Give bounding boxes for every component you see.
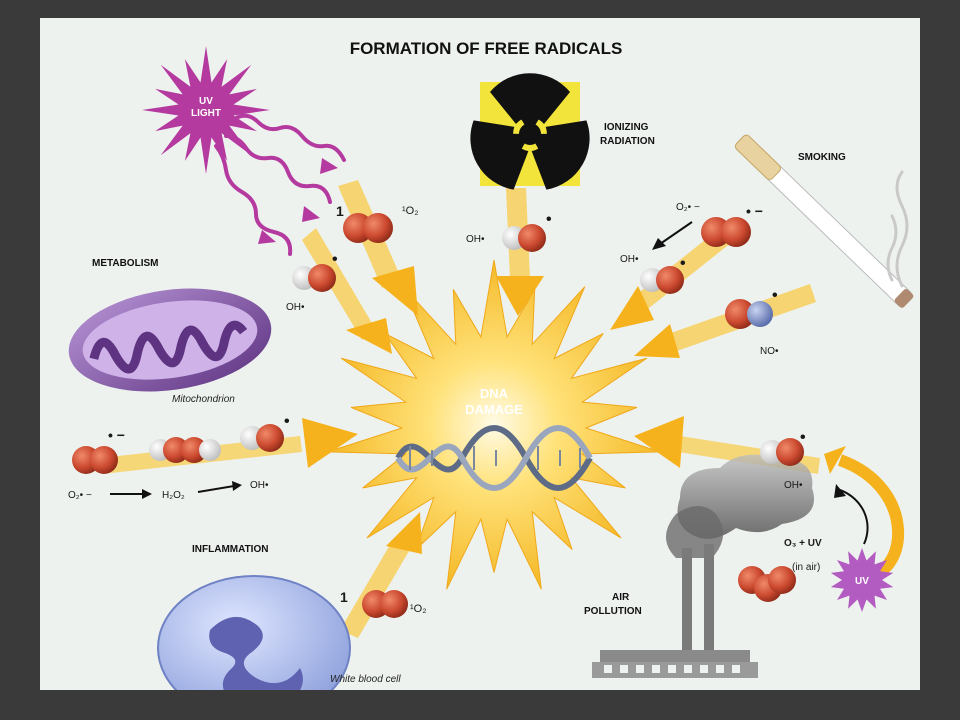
cigarette-icon bbox=[734, 134, 914, 308]
molecule-hydroxyl-air bbox=[760, 438, 804, 466]
metabolism-label: METABOLISM bbox=[92, 258, 158, 269]
dna-helix bbox=[395, 425, 593, 491]
label-dot-uv: • bbox=[332, 251, 338, 268]
label-superoxide-smoking: O₂• − bbox=[676, 202, 700, 213]
arrow-metabolism bbox=[100, 418, 358, 474]
label-hydroxyl-metabolism: OH• bbox=[250, 480, 269, 491]
arrow-ionizing bbox=[496, 188, 544, 316]
label-hydroxyl-uv: OH• bbox=[286, 302, 305, 313]
uv-small-burst bbox=[830, 548, 894, 612]
smoking-label: SMOKING bbox=[798, 152, 846, 163]
label-nitric-oxide: NO• bbox=[760, 346, 779, 357]
air-pollution-line1: AIR bbox=[612, 592, 630, 603]
dna-damage-line2: DAMAGE bbox=[465, 402, 523, 417]
label-dot-metabolism: • bbox=[284, 413, 290, 430]
molecule-hydroxyl-ionizing bbox=[502, 224, 546, 252]
air-pollution-line2: POLLUTION bbox=[584, 606, 642, 617]
label-dot-air: • bbox=[800, 429, 806, 446]
mitochondrion-label: Mitochondrion bbox=[172, 394, 235, 405]
label-singlet-oxygen-bottom: ¹O₂ bbox=[410, 603, 427, 615]
arrow-superoxide-to-hydroxyl bbox=[659, 221, 693, 245]
mitochondrion-icon bbox=[68, 288, 272, 392]
in-air-label: (in air) bbox=[792, 562, 820, 573]
molecule-hydroxyl-metabolism bbox=[240, 424, 284, 452]
arrow-smoking-oh bbox=[610, 228, 732, 330]
label-singlet-oxygen-top: ¹O₂ bbox=[402, 205, 419, 217]
molecule-ozone bbox=[738, 566, 796, 602]
ozone-curve-arrow-head bbox=[834, 484, 846, 498]
label-dot-no: • bbox=[772, 287, 778, 304]
uv-ray-head-3 bbox=[258, 230, 276, 244]
label-one-bottom: 1 bbox=[340, 589, 348, 605]
arrow-superoxide-to-peroxide-head bbox=[142, 489, 152, 499]
arrow-inflammation bbox=[340, 512, 422, 638]
arrow-peroxide-to-hydroxyl bbox=[197, 485, 235, 493]
arrow-superoxide-to-hydroxyl-head bbox=[652, 238, 666, 250]
label-hydroxyl-ionizing: OH• bbox=[466, 234, 485, 245]
arrow-peroxide-to-hydroxyl-head bbox=[232, 481, 242, 491]
uv-ray-head-2 bbox=[302, 206, 320, 222]
label-hydrogen-peroxide: H₂O₂ bbox=[162, 490, 185, 501]
ozone-curve-arrow bbox=[839, 489, 869, 545]
uv-small-label: UV bbox=[855, 576, 869, 587]
molecule-singlet-oxygen-top bbox=[343, 213, 393, 243]
label-dot-minus-smoking: • − bbox=[746, 203, 763, 219]
ozone-uv-label: O₃ + UV bbox=[784, 538, 822, 549]
label-hydroxyl-smoking: OH• bbox=[620, 254, 639, 265]
label-dot-smoking: • bbox=[680, 255, 686, 272]
smoke-icon bbox=[886, 170, 909, 288]
arrow-uv-oh bbox=[302, 228, 392, 354]
diagram-canvas: DNA DAMAGE FORMATION OF FREE RADICALS UV… bbox=[68, 39, 914, 690]
molecule-hydroxyl-smoking bbox=[640, 266, 684, 294]
inflammation-label: INFLAMMATION bbox=[192, 544, 268, 555]
molecule-superoxide-smoking bbox=[701, 217, 751, 247]
molecule-nitric-oxide bbox=[725, 299, 773, 329]
molecule-singlet-oxygen-bottom bbox=[362, 590, 408, 618]
dna-damage-burst bbox=[327, 259, 661, 590]
dna-damage-line1: DNA bbox=[480, 386, 509, 401]
ionizing-line2: RADIATION bbox=[600, 136, 655, 147]
label-one-top: 1 bbox=[336, 203, 344, 219]
diagram-stage: DNA DAMAGE FORMATION OF FREE RADICALS UV… bbox=[40, 18, 920, 690]
uv-light-line2: LIGHT bbox=[191, 108, 221, 119]
label-superoxide-metabolism: O₂• − bbox=[68, 490, 92, 501]
uv-ray-head-1 bbox=[320, 158, 338, 174]
ionizing-line1: IONIZING bbox=[604, 122, 649, 133]
molecule-hydrogen-peroxide bbox=[149, 437, 221, 463]
molecule-superoxide-metabolism bbox=[72, 446, 118, 474]
label-dot-ionizing: • bbox=[546, 211, 552, 228]
white-blood-cell-icon bbox=[157, 575, 351, 690]
uv-light-line1: UV bbox=[199, 96, 213, 107]
uv-rays bbox=[214, 113, 346, 256]
label-hydroxyl-air: OH• bbox=[784, 480, 803, 491]
factory-icon bbox=[592, 454, 814, 678]
white-blood-cell-label: White blood cell bbox=[330, 674, 401, 685]
molecule-hydroxyl-uv bbox=[292, 264, 336, 292]
radiation-blades bbox=[470, 73, 590, 190]
diagram-title: FORMATION OF FREE RADICALS bbox=[350, 39, 623, 58]
label-dot-minus-metabolism: • − bbox=[108, 427, 125, 443]
